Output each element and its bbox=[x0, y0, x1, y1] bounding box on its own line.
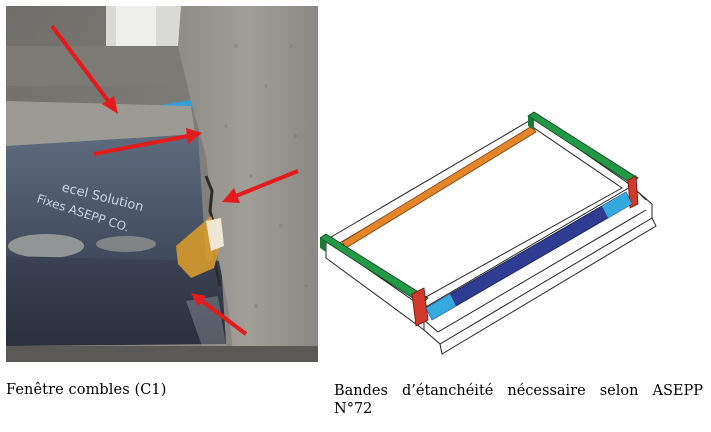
caption-photo: Fenêtre combles (C1) bbox=[6, 382, 167, 398]
red-arrow-2 bbox=[93, 134, 189, 156]
caption-diagram: Bandes d’étanchéité nécessaire selon ASE… bbox=[334, 382, 703, 418]
green-strip-front bbox=[319, 233, 429, 305]
red-arrow-1-head bbox=[102, 96, 118, 114]
red-arrow-1 bbox=[50, 24, 111, 104]
sealing-strips-diagram bbox=[319, 108, 660, 363]
orange-strip bbox=[341, 125, 537, 249]
red-arrow-3-head bbox=[222, 188, 240, 203]
red-arrow-4-head bbox=[191, 293, 206, 307]
light-blue-strip-left bbox=[426, 294, 456, 320]
window-photo: ecel Solution Fixes ASEPP CO. bbox=[6, 6, 318, 362]
green-strip-back bbox=[527, 111, 639, 185]
navy-sill-strip bbox=[425, 191, 633, 321]
red-arrow-4 bbox=[200, 299, 248, 336]
caption-diagram-line2: N°72 bbox=[334, 401, 373, 417]
sill-isometric-drawing bbox=[319, 111, 657, 355]
window-photo-illustration: ecel Solution Fixes ASEPP CO. bbox=[6, 6, 318, 362]
red-corner-left bbox=[411, 287, 429, 327]
caption-diagram-line1: Bandes d’étanchéité nécessaire selon ASE… bbox=[334, 383, 703, 399]
red-arrow-2-head bbox=[186, 128, 202, 144]
red-arrow-3 bbox=[235, 169, 299, 198]
light-blue-strip-right bbox=[602, 192, 632, 218]
